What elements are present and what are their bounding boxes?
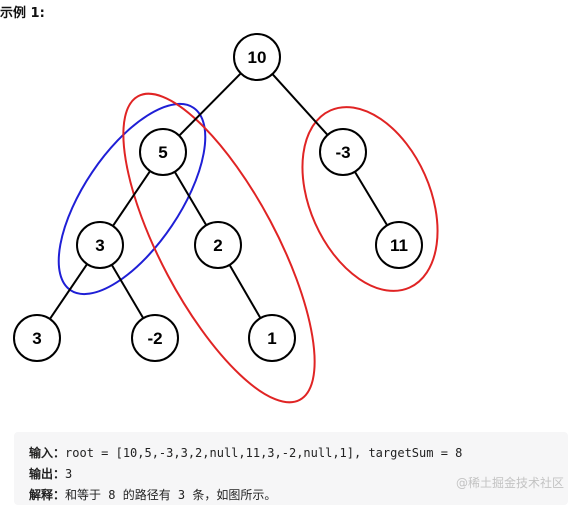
tree-node: 2 (194, 221, 242, 269)
tree-node-circle (194, 221, 242, 269)
tree-edge (228, 264, 262, 319)
tree-edge (110, 264, 145, 319)
tree-node: 3 (13, 314, 61, 362)
tree-node-circle (13, 314, 61, 362)
output-value: 3 (65, 467, 73, 481)
example-heading: 示例 1: (0, 6, 45, 21)
tree-node: 3 (76, 221, 124, 269)
tree-node-label: -2 (147, 329, 162, 348)
explanation-label: 解释： (29, 488, 66, 502)
tree-node: 1 (248, 314, 296, 362)
tree-node-label: 5 (158, 143, 167, 162)
tree-node-circle (248, 314, 296, 362)
tree-node-label: 3 (32, 329, 41, 348)
tree-node: -3 (319, 128, 367, 176)
example-codebox: 输入：root = [10,5,-3,3,2,null,11,3,-2,null… (14, 432, 568, 505)
watermark: @稀土掘金技术社区 (455, 476, 564, 490)
tree-node-circle (131, 314, 179, 362)
path-highlight-ellipse (122, 92, 316, 404)
tree-edge (112, 170, 151, 227)
tree-edge (173, 171, 208, 226)
tree-node-circle (319, 128, 367, 176)
tree-node: 10 (233, 33, 281, 81)
tree-node: -2 (131, 314, 179, 362)
explanation-value: 和等于 8 的路径有 3 条，如图所示。 (65, 488, 277, 502)
output-line: 输出：3 (29, 465, 72, 482)
tree-node-label: 10 (248, 48, 267, 67)
tree-edge (49, 263, 88, 320)
tree-node: 11 (375, 221, 423, 269)
binary-tree-diagram: 10 5 -3 3 2 11 3 -2 1 (13, 33, 439, 404)
tree-node-circle (233, 33, 281, 81)
tree-node-label: 11 (390, 236, 408, 255)
tree-node-circle (76, 221, 124, 269)
tree-node-label: 2 (213, 236, 222, 255)
output-label: 输出： (29, 467, 66, 481)
tree-node-circle (375, 221, 423, 269)
tree-node-label: 1 (267, 329, 276, 348)
tree-node-circle (139, 128, 187, 176)
input-value: root = [10,5,-3,3,2,null,11,3,-2,null,1]… (65, 446, 463, 460)
tree-edge (178, 72, 242, 137)
tree-edge (354, 171, 388, 226)
tree-node-label: -3 (335, 143, 350, 162)
input-label: 输入： (29, 446, 66, 460)
tree-node-label: 3 (95, 236, 104, 255)
tree-node: 5 (139, 128, 187, 176)
input-line: 输入：root = [10,5,-3,3,2,null,11,3,-2,null… (29, 444, 462, 461)
path-highlight-ellipse (301, 106, 439, 292)
explanation-line: 解释：和等于 8 的路径有 3 条，如图所示。 (29, 486, 276, 503)
tree-edge (271, 73, 329, 136)
